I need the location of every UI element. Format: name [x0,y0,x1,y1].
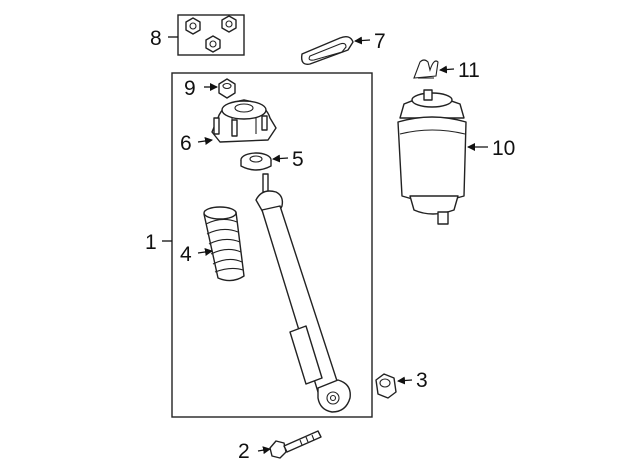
callout-10: 10 [492,137,515,160]
leader-11 [439,65,455,74]
callout-4: 4 [180,243,192,266]
callout-9: 9 [184,77,196,100]
callout-5: 5 [292,148,304,171]
callout-1: 1 [145,231,157,254]
gasket-icon [300,35,354,65]
leader-6 [197,137,213,145]
callout-8: 8 [150,27,162,50]
shock-absorber-icon [255,173,351,413]
bracket-nut-icon [375,373,397,399]
leader-2 [257,446,271,455]
callout-3: 3 [416,369,428,392]
clip-icon [413,59,439,79]
insulator-icon [240,152,272,171]
callout-2: 2 [238,440,250,463]
leader-5 [272,154,289,163]
dust-boot-icon [203,206,245,282]
bolt-icon [269,430,322,459]
leader-7 [354,36,371,45]
callout-7: 7 [374,30,386,53]
assembly-box [171,72,373,418]
upper-nut-icon [218,78,236,99]
leader-4 [197,248,213,256]
air-spring-icon [397,89,467,225]
nut-kit-box [177,14,245,56]
upper-mount-icon [211,99,277,143]
leader-3 [397,376,413,385]
callout-11: 11 [458,59,480,82]
callout-6: 6 [180,132,192,155]
nut-kit-icon [185,15,237,53]
